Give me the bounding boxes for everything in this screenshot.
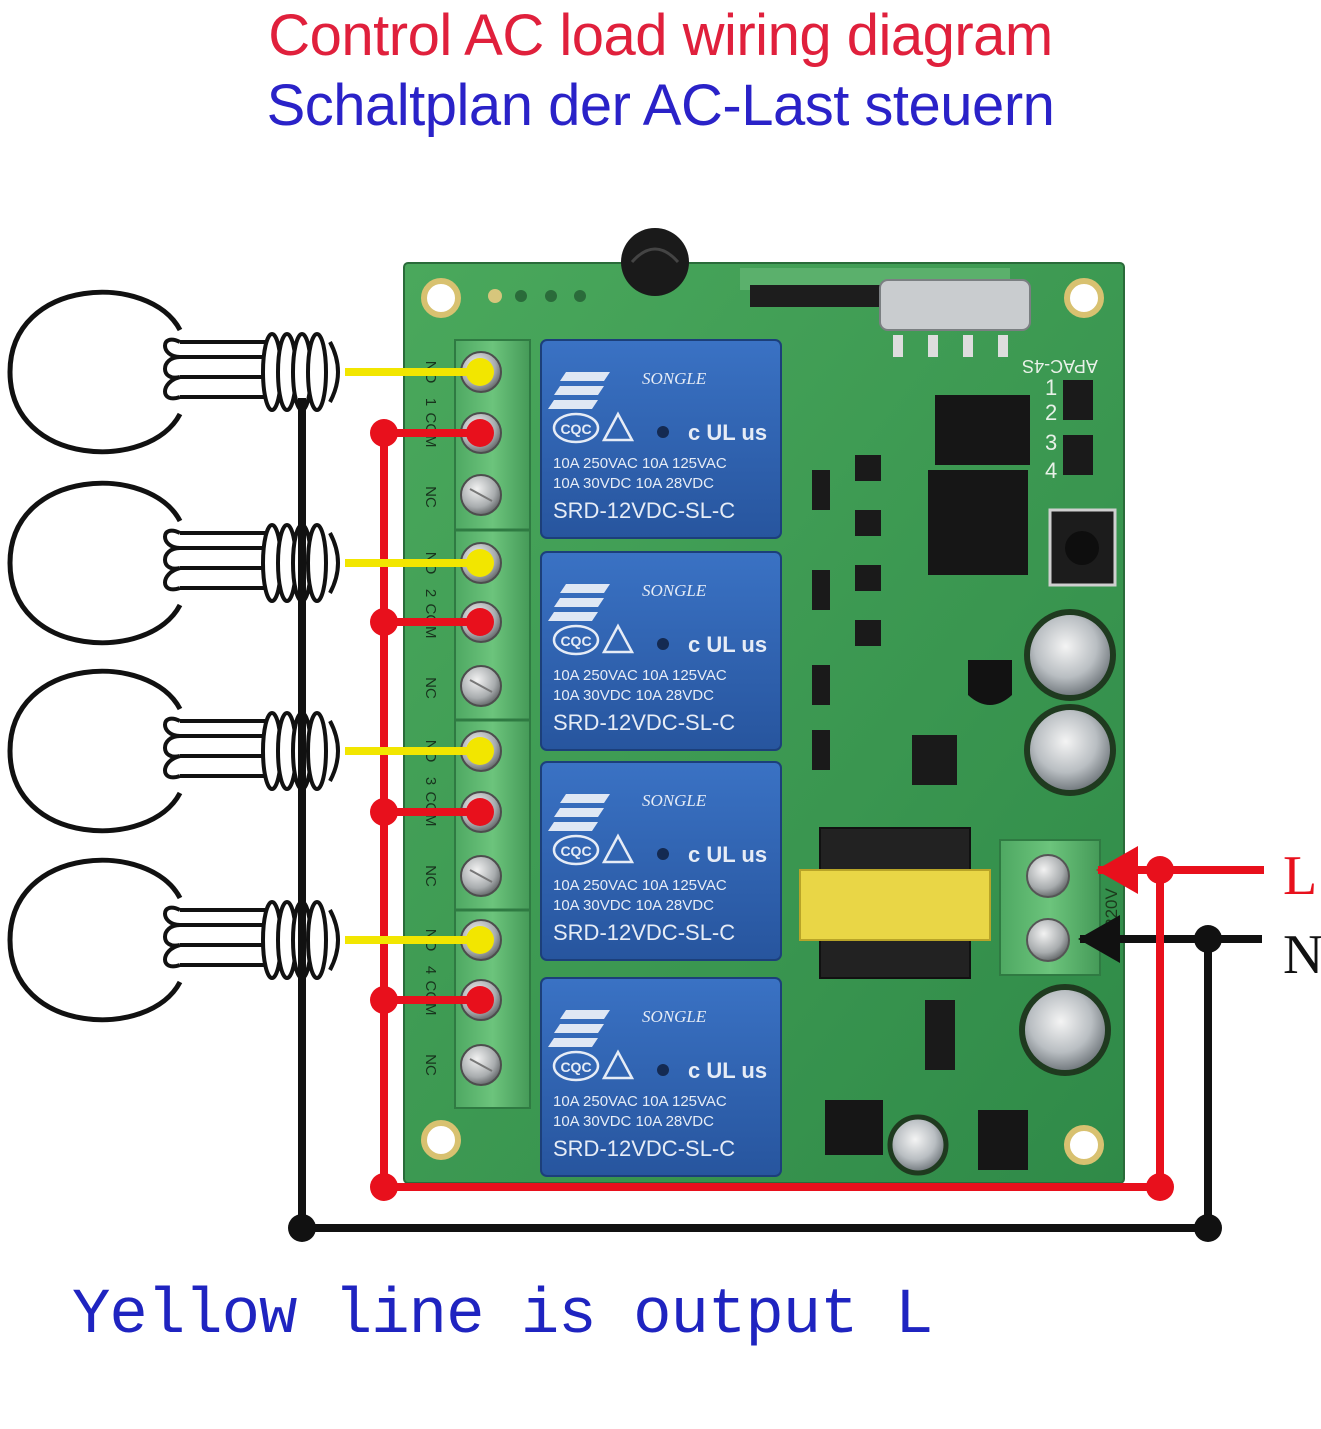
ul-mark: c UL us — [688, 420, 767, 445]
title-english: Control AC load wiring diagram — [268, 3, 1053, 68]
relay-rating-line2: 10A 30VDC 10A 28VDC — [553, 897, 714, 914]
com-node-4 — [466, 986, 494, 1014]
warning-triangle-icon — [601, 1049, 635, 1080]
relay-2: SONGLE CQC c UL us 10A 250VAC 10A 125VAC 10A… — [540, 551, 782, 751]
live-junction-2 — [370, 608, 398, 636]
bulb-group — [7, 289, 340, 1023]
relay-model: SRD-12VDC-SL-C — [553, 710, 735, 735]
yellow-line-note: Yellow line is output L — [72, 1280, 933, 1352]
warning-triangle-icon — [601, 411, 635, 442]
songle-logo-icon — [548, 584, 610, 621]
power-input-terminal: 220V — [999, 839, 1121, 976]
relay-brand: SONGLE — [642, 581, 707, 600]
com-node-2 — [466, 608, 494, 636]
channel-1-nc-label: NC — [422, 486, 439, 508]
neutral-input-label: N — [1283, 924, 1321, 986]
warning-triangle-icon — [601, 833, 635, 864]
relay-4: SONGLE CQC c UL us 10A 250VAC 10A 125VAC 10A… — [540, 977, 782, 1177]
com-node-3 — [466, 798, 494, 826]
relay-model: SRD-12VDC-SL-C — [553, 920, 735, 945]
relay-rating-line1: 10A 250VAC 10A 125VAC — [553, 455, 727, 472]
ul-mark: c UL us — [688, 842, 767, 867]
live-input-label: L — [1283, 845, 1317, 907]
channel-4-nc-label: NC — [422, 1054, 439, 1076]
output-node-1 — [466, 358, 494, 386]
songle-logo-icon — [548, 794, 610, 831]
light-bulb-1-icon — [7, 289, 340, 455]
channel-3-num-label: 3 — [422, 777, 439, 785]
wiring — [288, 358, 1264, 1242]
channel-2-nc-label: NC — [422, 677, 439, 699]
live-junction-1 — [370, 419, 398, 447]
relay-rating-line1: 10A 250VAC 10A 125VAC — [553, 1093, 727, 1110]
jumper-label-4: 4 — [1045, 458, 1057, 483]
title-german: Schaltplan der AC-Last steuern — [266, 73, 1055, 138]
output-node-2 — [466, 549, 494, 577]
channel-2-num-label: 2 — [422, 589, 439, 597]
output-node-4 — [466, 926, 494, 954]
cqc-mark: CQC — [560, 633, 591, 649]
cqc-mark: CQC — [560, 1059, 591, 1075]
output-node-3 — [466, 737, 494, 765]
relay-3: SONGLE CQC c UL us 10A 250VAC 10A 125VAC 10A… — [540, 761, 782, 961]
cqc-mark: CQC — [560, 843, 591, 859]
jumper-label-1: 1 — [1045, 375, 1057, 400]
relay-group: SONGLE CQC c UL us 10A 250VAC 10A 125VAC 10A… — [540, 339, 782, 1177]
relay-model: SRD-12VDC-SL-C — [553, 1136, 735, 1161]
cqc-mark: CQC — [560, 421, 591, 437]
jumper-label-3: 3 — [1045, 430, 1057, 455]
light-bulb-3-icon — [7, 668, 340, 834]
board-model-label: APAC-4S — [1022, 356, 1098, 376]
jumper-label-2: 2 — [1045, 400, 1057, 425]
light-bulb-4-icon — [7, 857, 340, 1023]
live-junction-3 — [370, 798, 398, 826]
songle-logo-icon — [548, 1010, 610, 1047]
relay-rating-line2: 10A 30VDC 10A 28VDC — [553, 1113, 714, 1130]
relay-rating-line2: 10A 30VDC 10A 28VDC — [553, 475, 714, 492]
live-arrow-icon — [1096, 846, 1138, 894]
relay-brand: SONGLE — [642, 369, 707, 388]
neutral-arrow-icon — [1078, 915, 1120, 963]
relay-rating-line1: 10A 250VAC 10A 125VAC — [553, 877, 727, 894]
relay-rating-line1: 10A 250VAC 10A 125VAC — [553, 667, 727, 684]
relay-1: SONGLE CQC c UL us 10A 250VAC 10A 125VAC 10A… — [540, 339, 782, 539]
songle-logo-icon — [548, 372, 610, 409]
com-node-1 — [466, 419, 494, 447]
live-input-screw — [1026, 854, 1070, 898]
relay-rating-line2: 10A 30VDC 10A 28VDC — [553, 687, 714, 704]
channel-1-num-label: 1 — [422, 398, 439, 406]
light-bulb-2-icon — [7, 480, 340, 646]
warning-triangle-icon — [601, 623, 635, 654]
relay-brand: SONGLE — [642, 1007, 707, 1026]
ul-mark: c UL us — [688, 632, 767, 657]
channel-4-num-label: 4 — [422, 966, 439, 974]
ul-mark: c UL us — [688, 1058, 767, 1083]
neutral-input-screw — [1026, 918, 1070, 962]
relay-model: SRD-12VDC-SL-C — [553, 498, 735, 523]
channel-3-nc-label: NC — [422, 865, 439, 887]
relay-brand: SONGLE — [642, 791, 707, 810]
live-junction-4 — [370, 986, 398, 1014]
